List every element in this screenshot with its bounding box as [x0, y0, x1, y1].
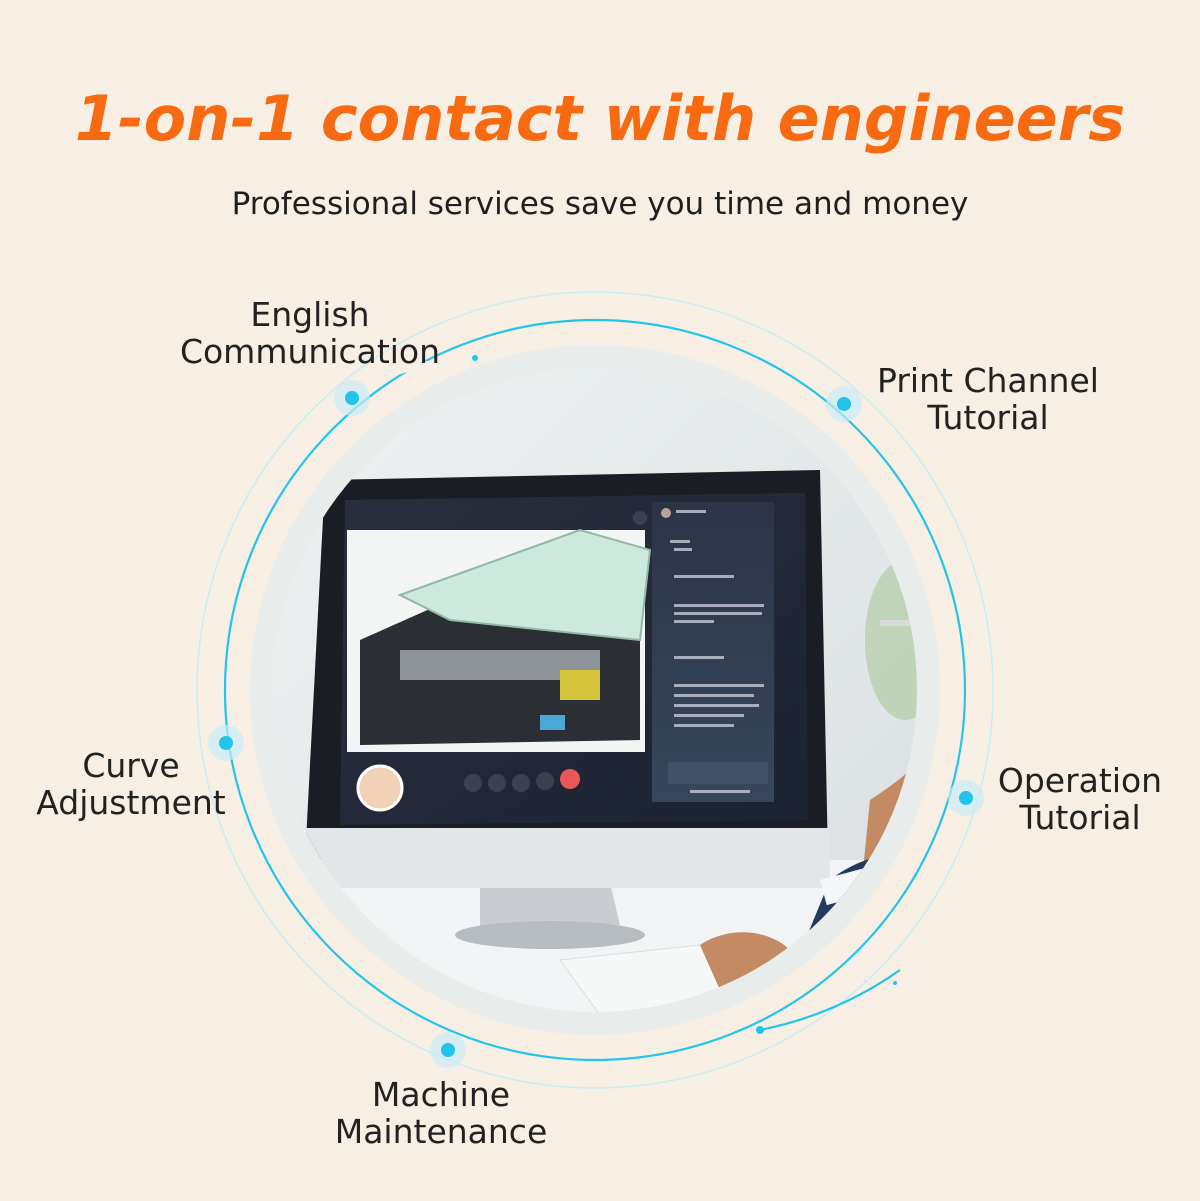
node-operation [948, 780, 984, 816]
service-label-curve-adjustment: Curve Adjustment [36, 746, 226, 822]
camera-icon [512, 774, 530, 792]
service-label-machine-maintenance: Machine Maintenance [334, 1075, 548, 1151]
main-ring [223, 318, 967, 1062]
page-title: 1-on-1 contact with engineers [74, 82, 1126, 155]
service-label-english-communication: English Communication [179, 295, 441, 371]
caller-avatar [356, 764, 404, 812]
page-subtitle: Professional services save you time and … [231, 186, 969, 222]
mic-icon [488, 774, 506, 792]
service-label-operation-tutorial: Operation Tutorial [997, 761, 1163, 837]
outer-ring [196, 291, 994, 1089]
node-print [826, 386, 862, 422]
service-label-print-channel-tutorial: Print Channel Tutorial [877, 361, 1099, 437]
share-icon [536, 772, 554, 790]
settings-icon [633, 511, 647, 525]
mute-icon [464, 774, 482, 792]
node-english [334, 380, 370, 416]
node-machine [430, 1032, 466, 1068]
end-call-icon [560, 769, 580, 789]
node-curve [208, 725, 244, 761]
